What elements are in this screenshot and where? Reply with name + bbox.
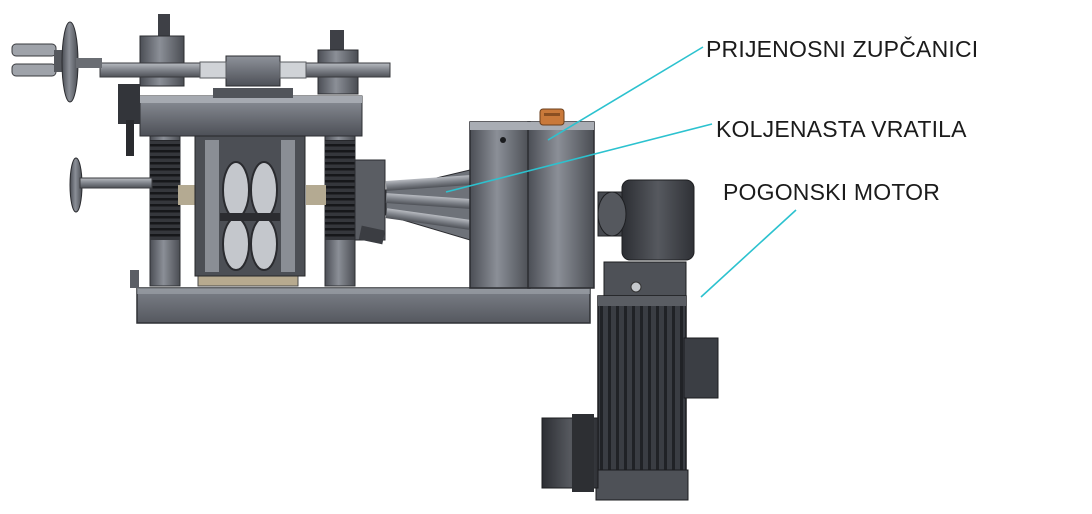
label-crankshafts: KOLJENASTA VRATILA (716, 116, 967, 142)
crankshafts (385, 169, 471, 241)
label-transmission-gears: PRIJENOSNI ZUPČANICI (706, 36, 979, 62)
label-drive-motor: POGONSKI MOTOR (723, 179, 941, 205)
leader-lines (445, 46, 797, 298)
gearbox (469, 108, 595, 289)
drive-motor (541, 179, 719, 501)
leader-line-shafts (445, 123, 713, 193)
leader-line-gears (547, 46, 704, 141)
rolling-unit (11, 14, 591, 324)
leader-line-motor (700, 209, 797, 298)
